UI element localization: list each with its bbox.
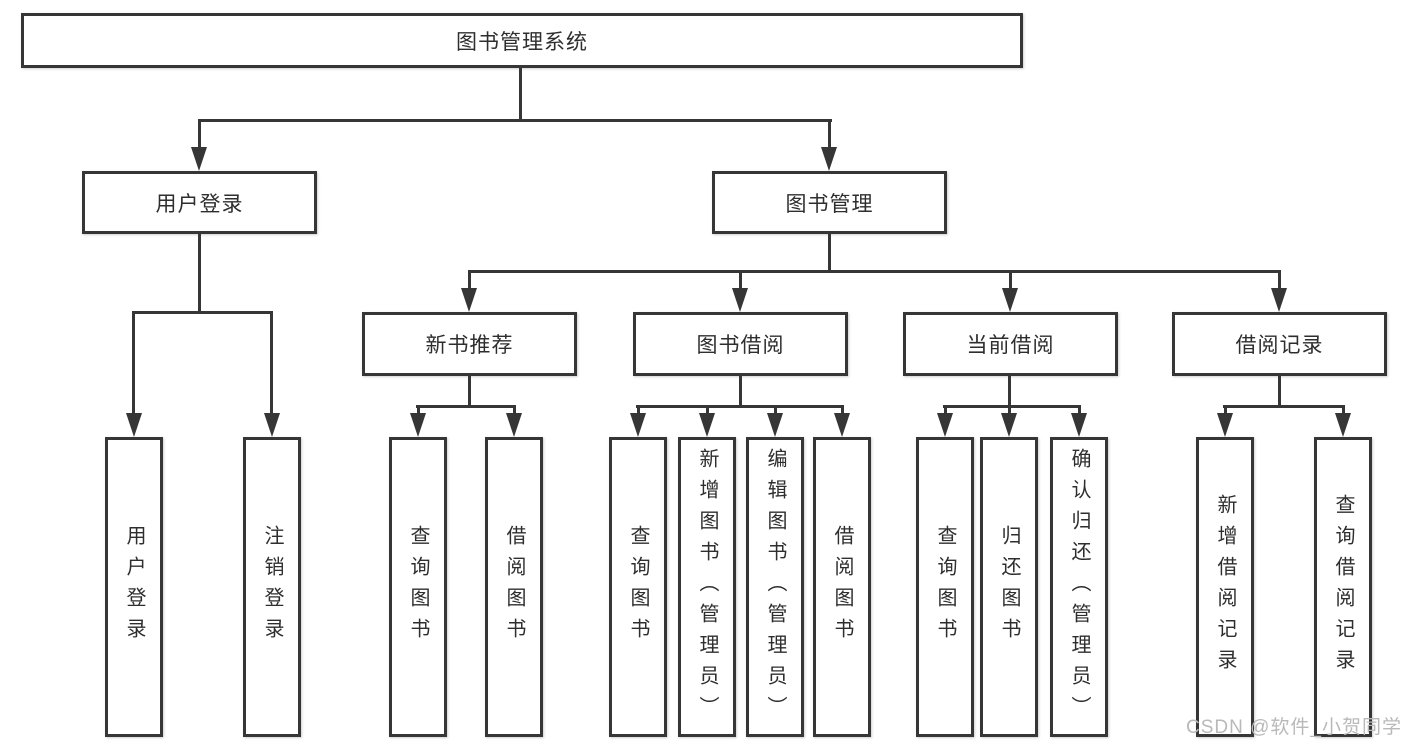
- watermark-text: CSDN @软件_小贺同学: [1186, 717, 1402, 738]
- node-book-management: 图书管理: [712, 171, 947, 234]
- connector-vline: [132, 311, 135, 417]
- connector-vline: [468, 374, 471, 408]
- leaf-borrow-books: 借阅图书: [813, 437, 871, 737]
- node-label: 当前借阅: [966, 334, 1055, 357]
- arrow-down-icon: [506, 413, 522, 437]
- leaf-label: 注销登录: [261, 525, 283, 649]
- arrow-down-icon: [630, 413, 646, 437]
- leaf-label: 查询图书: [407, 525, 429, 649]
- arrow-down-icon: [767, 413, 783, 437]
- node-new-book-recommend: 新书推荐: [362, 312, 577, 376]
- node-library-system: 图书管理系统: [21, 13, 1023, 68]
- leaf-user-login: 用户登录: [105, 437, 163, 737]
- connector-hline: [1223, 405, 1345, 408]
- connector-hline: [468, 270, 1281, 273]
- node-label: 图书管理系统: [456, 30, 588, 54]
- connector-vline: [1078, 405, 1081, 417]
- connector-vline: [739, 270, 742, 294]
- arrow-down-icon: [732, 288, 748, 312]
- leaf-return-books: 归还图书: [980, 437, 1038, 737]
- connector-hline: [198, 119, 832, 122]
- leaf-label: 查询图书: [627, 525, 649, 649]
- leaf-query-books-current: 查询图书: [916, 437, 974, 737]
- connector-vline: [468, 270, 471, 294]
- node-label: 新书推荐: [425, 334, 514, 357]
- connector-vline: [774, 405, 777, 417]
- leaf-label: 确认归还（管理员）: [1068, 447, 1090, 727]
- node-user-login: 用户登录: [82, 171, 317, 234]
- node-current-borrowing: 当前借阅: [903, 312, 1118, 376]
- arrow-down-icon: [699, 413, 715, 437]
- arrow-down-icon: [461, 288, 477, 312]
- arrow-down-icon: [1217, 413, 1233, 437]
- connector-vline: [519, 68, 522, 122]
- leaf-label: 借阅图书: [831, 525, 853, 649]
- arrow-down-icon: [937, 413, 953, 437]
- connector-hline: [416, 405, 516, 408]
- leaf-add-books-admin: 新增图书（管理员）: [678, 437, 736, 737]
- connector-vline: [739, 374, 742, 408]
- arrow-down-icon: [821, 147, 837, 171]
- connector-vline: [513, 405, 516, 417]
- leaf-borrow-books-recommend: 借阅图书: [485, 437, 543, 737]
- connector-hline: [943, 405, 1081, 408]
- arrow-down-icon: [1071, 413, 1087, 437]
- arrow-down-icon: [410, 413, 426, 437]
- leaf-label: 查询图书: [934, 525, 956, 649]
- leaf-query-books-recommend: 查询图书: [389, 437, 447, 737]
- node-label: 用户登录: [155, 192, 244, 216]
- connector-vline: [1008, 405, 1011, 417]
- connector-hline: [132, 311, 273, 314]
- connector-vline: [1278, 270, 1281, 294]
- leaf-label: 用户登录: [123, 525, 145, 649]
- connector-vline: [1008, 374, 1011, 408]
- leaf-label: 归还图书: [998, 525, 1020, 649]
- connector-vline: [1009, 270, 1012, 294]
- node-book-borrowing: 图书借阅: [633, 312, 848, 376]
- connector-vline: [637, 405, 640, 417]
- leaf-add-borrow-record: 新增借阅记录: [1196, 437, 1254, 737]
- arrow-down-icon: [1271, 288, 1287, 312]
- connector-vline: [270, 311, 273, 417]
- leaf-query-books-borrowing: 查询图书: [609, 437, 667, 737]
- node-label: 借阅记录: [1235, 334, 1324, 357]
- connector-vline: [841, 405, 844, 417]
- leaf-query-borrow-record: 查询借阅记录: [1314, 437, 1372, 737]
- connector-vline: [198, 119, 201, 151]
- node-label: 图书管理: [785, 192, 874, 216]
- connector-vline: [706, 405, 709, 417]
- arrow-down-icon: [264, 413, 280, 437]
- connector-vline: [417, 405, 420, 417]
- connector-vline: [828, 234, 831, 273]
- arrow-down-icon: [191, 147, 207, 171]
- arrow-down-icon: [1335, 413, 1351, 437]
- node-borrowing-records: 借阅记录: [1172, 312, 1387, 376]
- leaf-confirm-return-admin: 确认归还（管理员）: [1050, 437, 1108, 737]
- node-label: 图书借阅: [696, 334, 785, 357]
- connector-vline: [198, 234, 201, 314]
- leaf-edit-books-admin: 编辑图书（管理员）: [746, 437, 804, 737]
- leaf-label: 借阅图书: [503, 525, 525, 649]
- connector-vline: [1342, 405, 1345, 417]
- connector-vline: [944, 405, 947, 417]
- arrow-down-icon: [1001, 413, 1017, 437]
- leaf-label: 新增图书（管理员）: [696, 447, 718, 727]
- arrow-down-icon: [1002, 288, 1018, 312]
- leaf-label: 新增借阅记录: [1214, 494, 1236, 680]
- connector-hline: [636, 405, 844, 408]
- connector-vline: [1278, 374, 1281, 408]
- connector-vline: [1224, 405, 1227, 417]
- connector-vline: [828, 119, 831, 151]
- leaf-label: 编辑图书（管理员）: [764, 447, 786, 727]
- arrow-down-icon: [834, 413, 850, 437]
- leaf-label: 查询借阅记录: [1332, 494, 1354, 680]
- arrow-down-icon: [126, 413, 142, 437]
- leaf-logout: 注销登录: [243, 437, 301, 737]
